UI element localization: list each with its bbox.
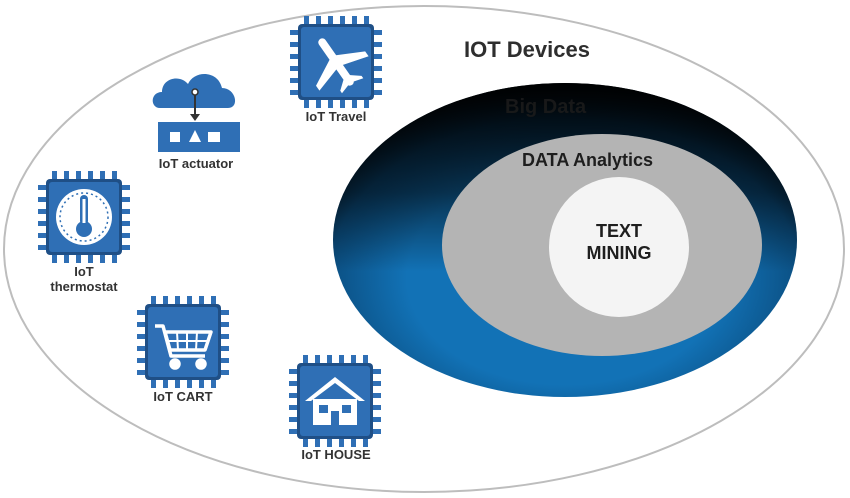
iot-travel-label: IoT Travel — [305, 109, 367, 124]
shopping-cart-icon — [155, 324, 213, 370]
iot-thermostat-chip — [38, 171, 130, 263]
iot-house-chip — [289, 355, 381, 447]
text-mining-label: TEXT MINING — [569, 220, 669, 264]
thermometer-gauge-icon — [56, 189, 112, 245]
iot-cart-label: IoT CART — [153, 389, 213, 404]
data-analytics-label: DATA Analytics — [522, 150, 654, 170]
cloud-actuator-icon — [152, 73, 240, 152]
iot-cart-chip — [137, 296, 229, 388]
iot-actuator-device — [152, 73, 240, 152]
iot-thermostat-label-line2: thermostat — [50, 279, 118, 294]
chip-pins — [38, 171, 130, 263]
iot-actuator-label: IoT actuator — [158, 156, 234, 171]
chip-pins — [290, 16, 382, 108]
text-mining-circle — [549, 177, 689, 317]
chip-pins — [289, 355, 381, 447]
iot-thermostat-label: IoT thermostat — [34, 264, 134, 294]
airplane-icon — [316, 38, 369, 94]
iot-devices-title: IOT Devices — [464, 37, 590, 62]
text-mining-line2: MINING — [586, 243, 652, 263]
big-data-label: Big Data — [505, 96, 587, 118]
house-icon — [305, 377, 365, 425]
iot-thermostat-label-line1: IoT — [74, 264, 94, 279]
iot-house-label: IoT HOUSE — [301, 447, 371, 462]
text-mining-line1: TEXT — [595, 221, 642, 241]
iot-travel-chip — [290, 16, 382, 108]
chip-pins — [137, 296, 229, 388]
